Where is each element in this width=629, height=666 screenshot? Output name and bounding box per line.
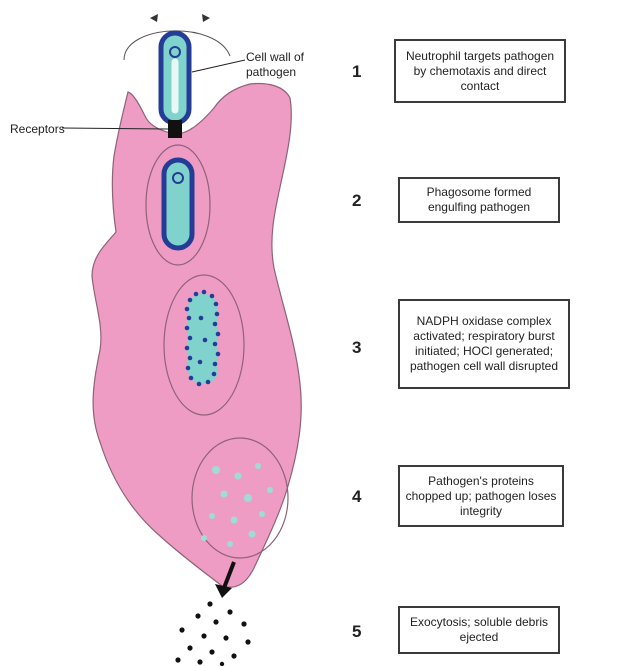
step-2-text: Phagosome formed engulfing pathogen xyxy=(405,185,553,215)
step-5-number: 5 xyxy=(352,622,361,642)
step-4-number: 4 xyxy=(352,487,361,507)
soluble-debris xyxy=(175,601,250,666)
pathogen-2-cap xyxy=(173,173,183,183)
cell-wall-label: Cell wall of pathogen xyxy=(246,50,326,80)
cell-wall-pointer xyxy=(192,60,245,72)
arrow-right-icon xyxy=(202,14,210,22)
step-5-text: Exocytosis; soluble debris ejected xyxy=(405,615,553,645)
step-2-box: Phagosome formed engulfing pathogen xyxy=(398,177,560,223)
step-1-text: Neutrophil targets pathogen by chemotaxi… xyxy=(401,49,559,94)
step-4-box: Pathogen's proteins chopped up; pathogen… xyxy=(398,465,564,527)
step-3-number: 3 xyxy=(352,338,361,358)
step-4-text: Pathogen's proteins chopped up; pathogen… xyxy=(405,474,557,519)
step-3-text: NADPH oxidase complex activated; respira… xyxy=(405,314,563,374)
step-1-number: 1 xyxy=(352,62,361,82)
arrow-left-icon xyxy=(150,14,158,22)
step-5-box: Exocytosis; soluble debris ejected xyxy=(398,606,560,654)
receptor-icon xyxy=(168,120,182,138)
pathogen-1-cap xyxy=(170,47,180,57)
step-2-number: 2 xyxy=(352,191,361,211)
step-3-box: NADPH oxidase complex activated; respira… xyxy=(398,299,570,389)
step-1-box: Neutrophil targets pathogen by chemotaxi… xyxy=(394,39,566,103)
receptors-label: Receptors xyxy=(10,122,65,137)
